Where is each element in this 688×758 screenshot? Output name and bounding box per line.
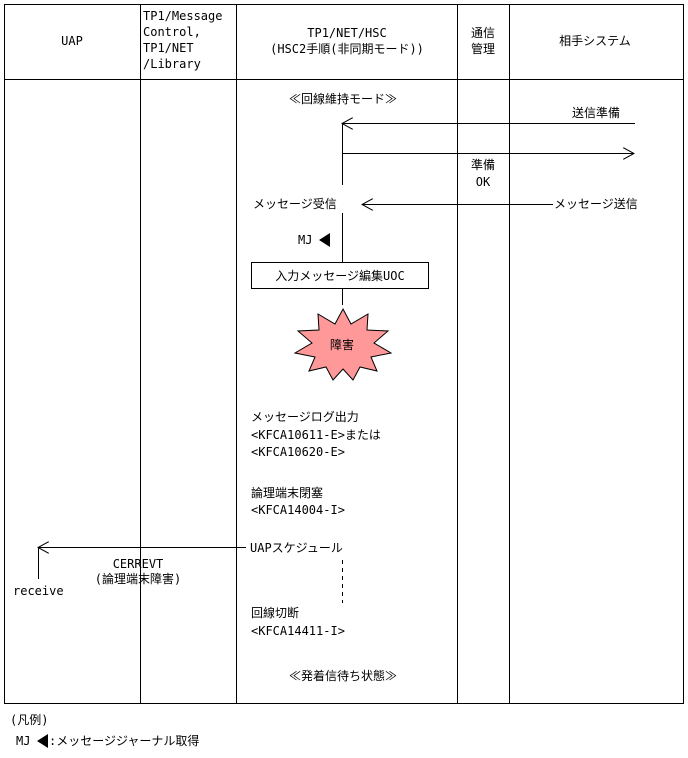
message-receive-label: メッセージ受信: [253, 197, 337, 211]
message-send-label: メッセージ送信: [554, 196, 638, 211]
line-disconnect-line1: 回線切断: [251, 605, 299, 620]
terminal-blocked-line1: 論理端末閉塞: [251, 485, 323, 500]
header-comm-line1: 通信: [471, 26, 495, 40]
diagram-frame: [4, 4, 684, 704]
log-output-line3: <KFCA10620-E>: [251, 445, 345, 459]
failure-starburst-icon: [293, 307, 393, 381]
cerrevt-line1: CERREVT: [113, 557, 164, 571]
ready-ok-line2: OK: [476, 175, 491, 189]
header-comm-line2: 管理: [471, 41, 495, 56]
legend-mj: MJ: [16, 734, 30, 748]
failure-label: 障害: [330, 337, 354, 352]
cerrevt-line2: (論理端末障害): [95, 571, 181, 586]
state-maintain-label: ≪回線維持モード≫: [289, 91, 397, 106]
legend-title: (凡例): [10, 713, 48, 727]
header-tp1-message-line2: Control,: [143, 25, 201, 39]
legend-description: :メッセージジャーナル取得: [49, 733, 199, 748]
header-hsc-line1: TP1/NET/HSC: [307, 26, 386, 40]
header-tp1-message-line4: /Library: [143, 57, 201, 71]
receive-label: receive: [13, 584, 64, 598]
uoc-box: [251, 262, 429, 289]
header-tp1-message-line1: TP1/Message: [143, 9, 222, 23]
state-wait-label: ≪発着信待ち状態≫: [289, 668, 397, 683]
uoc-box-label: 入力メッセージ編集UOC: [275, 268, 404, 283]
uap-schedule-label: UAPスケジュール: [250, 541, 343, 555]
header-tp1-message-line3: TP1/NET: [143, 41, 194, 55]
log-output-line1: メッセージログ出力: [251, 410, 359, 424]
ready-ok-line1: 準備: [471, 157, 495, 172]
terminal-blocked-line2: <KFCA14004-I>: [251, 503, 345, 517]
header-hsc-line2: (HSC2手順(非同期モード)): [270, 42, 424, 56]
header-uap: UAP: [61, 34, 83, 48]
mj-marker-icon: [319, 233, 330, 247]
line-disconnect-line2: <KFCA14411-I>: [251, 624, 345, 638]
log-output-line2: <KFCA10611-E>または: [251, 428, 381, 442]
legend-mj-marker-icon: [37, 734, 48, 748]
send-prepare-label: 送信準備: [572, 105, 620, 120]
mj-label: MJ: [298, 233, 312, 247]
header-remote: 相手システム: [559, 34, 631, 48]
